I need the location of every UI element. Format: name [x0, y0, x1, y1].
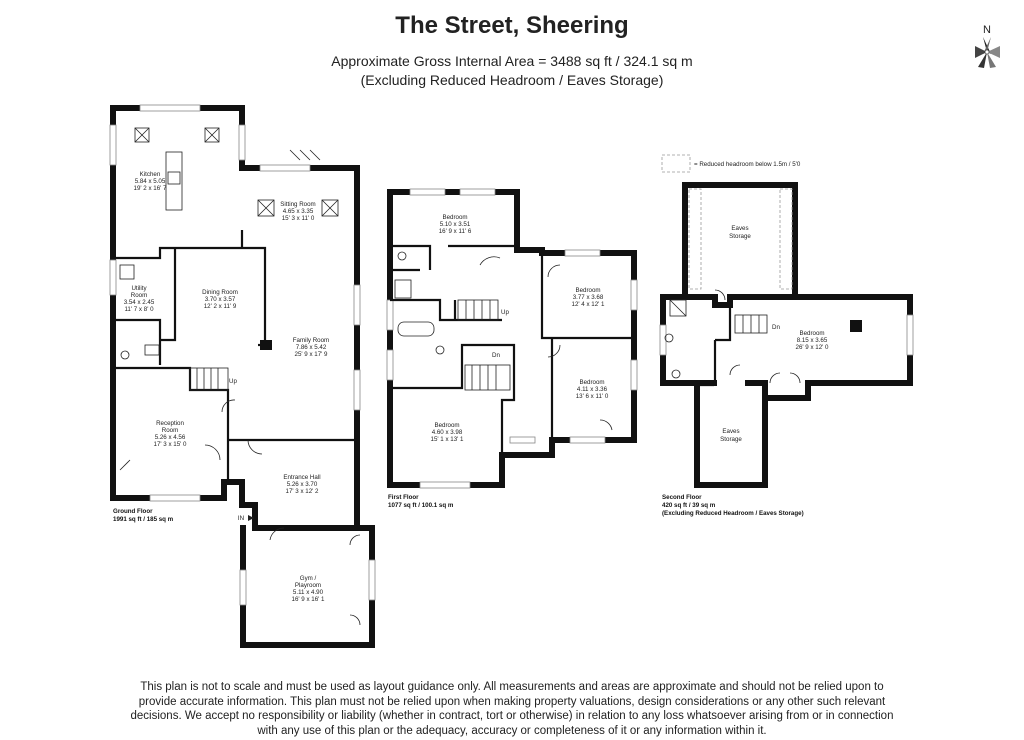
gym-metric: 5.11 x 4.90	[293, 589, 324, 596]
bedroom-4-label: Bedroom	[434, 422, 459, 429]
area-subtitle: Approximate Gross Internal Area = 3488 s…	[331, 53, 693, 69]
stairs-down-second: Dn	[772, 324, 780, 331]
kitchen-metric: 5.84 x 5.05	[135, 178, 166, 185]
legend-label: = Reduced headroom below 1.5m / 5'0	[694, 161, 801, 168]
second-floor-name: Second Floor	[662, 494, 702, 501]
reception-room-label: Reception	[156, 420, 184, 427]
bedroom-2-imperial: 12' 4 x 12' 1	[572, 301, 606, 308]
bedroom-5-metric: 8.15 x 3.65	[797, 337, 828, 344]
second-floor-plan: Dn Eaves Storage Bedroom 8.15 x 3.65 26'…	[659, 182, 914, 517]
eaves-storage-1-label: Eaves	[731, 225, 748, 232]
eaves-storage-2-label: Eaves	[722, 428, 739, 435]
bedroom-1-imperial: 16' 9 x 11' 6	[439, 228, 472, 235]
second-floor-area: 420 sq ft / 39 sq m	[662, 502, 716, 509]
gym-imperial: 16' 9 x 16' 1	[292, 596, 326, 603]
utility-metric: 3.54 x 2.45	[124, 299, 155, 306]
bedroom-2-metric: 3.77 x 3.68	[573, 294, 604, 301]
entrance-arrow-icon	[248, 515, 254, 521]
dining-room-imperial: 12' 2 x 11' 9	[204, 303, 237, 310]
entrance-hall-label: Entrance Hall	[283, 474, 320, 481]
ground-floor-plan: Up Kitchen 5.84 x 5.05 19' 2 x 16' 7 Sit…	[109, 104, 376, 648]
gym-label: Gym /	[300, 575, 317, 582]
stairs-up-first: Up	[501, 309, 509, 316]
legend: = Reduced headroom below 1.5m / 5'0	[661, 154, 801, 173]
family-room-imperial: 25' 9 x 17' 9	[295, 351, 329, 358]
reception-room-metric: 5.26 x 4.56	[155, 434, 186, 441]
sitting-room-label: Sitting Room	[280, 201, 315, 208]
sitting-room-metric: 4.65 x 3.35	[283, 208, 314, 215]
exclusion-subtitle: (Excluding Reduced Headroom / Eaves Stor…	[360, 72, 664, 88]
bedroom-3-metric: 4.11 x 3.36	[577, 386, 608, 393]
bedroom-1-label: Bedroom	[442, 214, 467, 221]
bedroom-5-imperial: 26' 9 x 12' 0	[796, 344, 830, 351]
entrance-hall-metric: 5.26 x 3.70	[287, 481, 318, 488]
bedroom-3-label: Bedroom	[579, 379, 604, 386]
family-room-label: Family Room	[293, 337, 329, 344]
reception-room-label-2: Room	[162, 427, 179, 434]
ground-floor-area: 1991 sq ft / 185 sq m	[113, 516, 174, 523]
entrance-hall-imperial: 17' 3 x 12' 2	[286, 488, 320, 495]
disclaimer-text: This plan is not to scale and must be us…	[130, 681, 894, 737]
kitchen-imperial: 19' 2 x 16' 7	[134, 185, 168, 192]
entrance-marker: IN	[238, 515, 244, 522]
gym-label-2: Playroom	[295, 582, 321, 589]
utility-imperial: 11' 7 x 8' 0	[124, 306, 154, 313]
bedroom-3-imperial: 13' 6 x 11' 0	[576, 393, 609, 400]
compass-icon: N	[975, 24, 1000, 68]
second-floor-note: (Excluding Reduced Headroom / Eaves Stor…	[662, 510, 804, 517]
utility-label-2: Room	[131, 292, 148, 299]
first-floor-plan: Up Dn Bedroom 5.10 x 3.51 16' 9 x 11' 6 …	[386, 188, 638, 509]
plan-title: The Street, Sheering	[395, 12, 629, 39]
bedroom-2-label: Bedroom	[575, 287, 600, 294]
ground-floor-name: Ground Floor	[113, 508, 153, 515]
legend-swatch	[661, 154, 691, 173]
stairs-down-first: Dn	[492, 352, 500, 359]
bedroom-1-metric: 5.10 x 3.51	[440, 221, 471, 228]
dining-room-label: Dining Room	[202, 289, 238, 296]
compass-north-label: N	[983, 24, 991, 36]
bedroom-4-imperial: 15' 1 x 13' 1	[431, 436, 465, 443]
dining-room-metric: 3.70 x 3.57	[205, 296, 236, 303]
utility-label: Utility	[131, 285, 147, 292]
eaves-storage-1-label-2: Storage	[729, 233, 751, 240]
family-room-metric: 7.86 x 5.42	[296, 344, 327, 351]
bedroom-4-metric: 4.60 x 3.98	[432, 429, 463, 436]
sitting-room-imperial: 15' 3 x 11' 0	[282, 215, 315, 222]
kitchen-label: Kitchen	[140, 171, 161, 178]
first-floor-name: First Floor	[388, 494, 419, 501]
bedroom-5-label: Bedroom	[799, 330, 824, 337]
reception-room-imperial: 17' 3 x 15' 0	[154, 441, 188, 448]
eaves-storage-2-label-2: Storage	[720, 436, 742, 443]
first-floor-area: 1077 sq ft / 100.1 sq m	[388, 502, 454, 509]
stairs-up-ground: Up	[229, 378, 237, 385]
